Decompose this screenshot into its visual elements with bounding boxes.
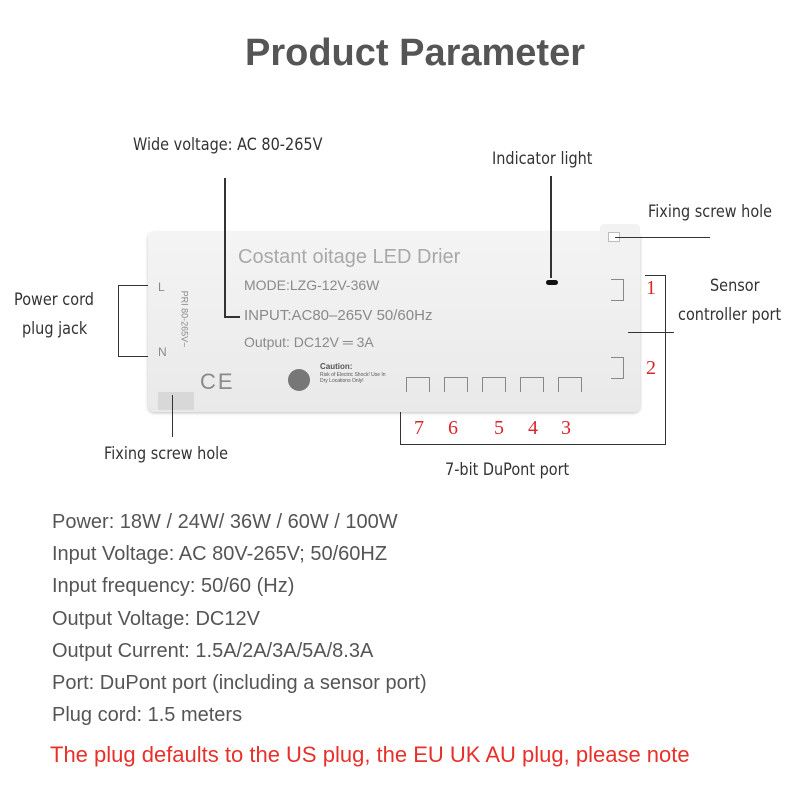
bracket-bottom xyxy=(400,444,666,445)
device-output: Output: DC12V ═ 3A xyxy=(244,334,374,350)
fixing-bottom-label: Fixing screw hole xyxy=(104,444,229,464)
plug-note: The plug defaults to the US plug, the EU… xyxy=(50,742,690,767)
power-bracket-bottom xyxy=(118,356,148,357)
spec-output-current: Output Current: 1.5A/2A/3A/5A/8.3A xyxy=(52,640,374,662)
terminal-l: L xyxy=(158,280,165,294)
dupont-port-4 xyxy=(520,377,544,392)
fixing-top-line xyxy=(615,237,710,238)
wide-voltage-line xyxy=(224,178,226,318)
sensor-port-2 xyxy=(611,357,624,379)
spec-power: Power: 18W / 24W/ 36W / 60W / 100W xyxy=(52,511,398,533)
spec-input-voltage: Input Voltage: AC 80V-265V; 50/60HZ xyxy=(52,543,388,565)
ce-mark: CE xyxy=(200,369,235,394)
bracket-right xyxy=(665,275,666,445)
power-bracket-top xyxy=(118,285,148,286)
terminal-n: N xyxy=(158,345,167,359)
caution-text: Risk of Electric Shock! Use In Dry Locat… xyxy=(320,372,386,384)
device-mode: MODE:LZG-12V-36W xyxy=(244,277,380,293)
dupont-port-6 xyxy=(444,377,468,392)
port-number-7: 7 xyxy=(414,417,424,439)
fixing-top-label: Fixing screw hole xyxy=(648,202,773,222)
spec-output-voltage: Output Voltage: DC12V xyxy=(52,608,260,630)
bottom-screw-tab xyxy=(158,392,194,410)
caution-title: Caution: xyxy=(320,362,353,371)
port-number-4: 4 xyxy=(528,417,538,439)
port-number-5: 5 xyxy=(494,417,504,439)
fixing-bottom-line xyxy=(172,395,173,437)
power-cord-label-1: Power cord xyxy=(14,290,94,310)
indicator-label: Indicator light xyxy=(492,149,593,169)
port-number-1: 1 xyxy=(646,277,656,299)
sensor-port-1 xyxy=(611,279,624,301)
indicator-line xyxy=(550,176,552,278)
port-number-3: 3 xyxy=(561,417,571,439)
power-cord-label-2: plug jack xyxy=(22,319,88,339)
spec-port: Port: DuPont port (including a sensor po… xyxy=(52,672,427,694)
indicator-light xyxy=(546,280,558,285)
page-title: Product Parameter xyxy=(244,32,585,74)
screw-tab xyxy=(600,224,640,254)
bracket-left xyxy=(400,412,401,445)
wide-voltage-label: Wide voltage: AC 80-265V xyxy=(133,135,323,155)
dupont-port-7 xyxy=(406,377,430,392)
spec-input-frequency: Input frequency: 50/60 (Hz) xyxy=(52,575,295,597)
led-driver-device: Costant oitage LED Drier MODE:LZG-12V-36… xyxy=(148,224,640,412)
device-input: INPUT:AC80–265V 50/60Hz xyxy=(244,307,433,324)
pri-label: PRI 80-265V~ xyxy=(179,290,190,348)
wide-voltage-line-h xyxy=(224,316,240,318)
sensor-line xyxy=(628,332,674,333)
recycle-icon xyxy=(288,369,310,391)
port-number-2: 2 xyxy=(646,357,656,379)
spec-plug-cord: Plug cord: 1.5 meters xyxy=(52,704,243,726)
sensor-label-2: controller port xyxy=(678,305,782,325)
port-number-6: 6 xyxy=(448,417,458,439)
dupont-port-3 xyxy=(558,377,582,392)
dupont-label: 7-bit DuPont port xyxy=(445,460,570,480)
bracket-top xyxy=(645,275,666,276)
sensor-label-1: Sensor xyxy=(710,276,760,296)
device-brand: Costant oitage LED Drier xyxy=(238,246,461,268)
power-bracket xyxy=(118,285,119,357)
dupont-port-5 xyxy=(482,377,506,392)
